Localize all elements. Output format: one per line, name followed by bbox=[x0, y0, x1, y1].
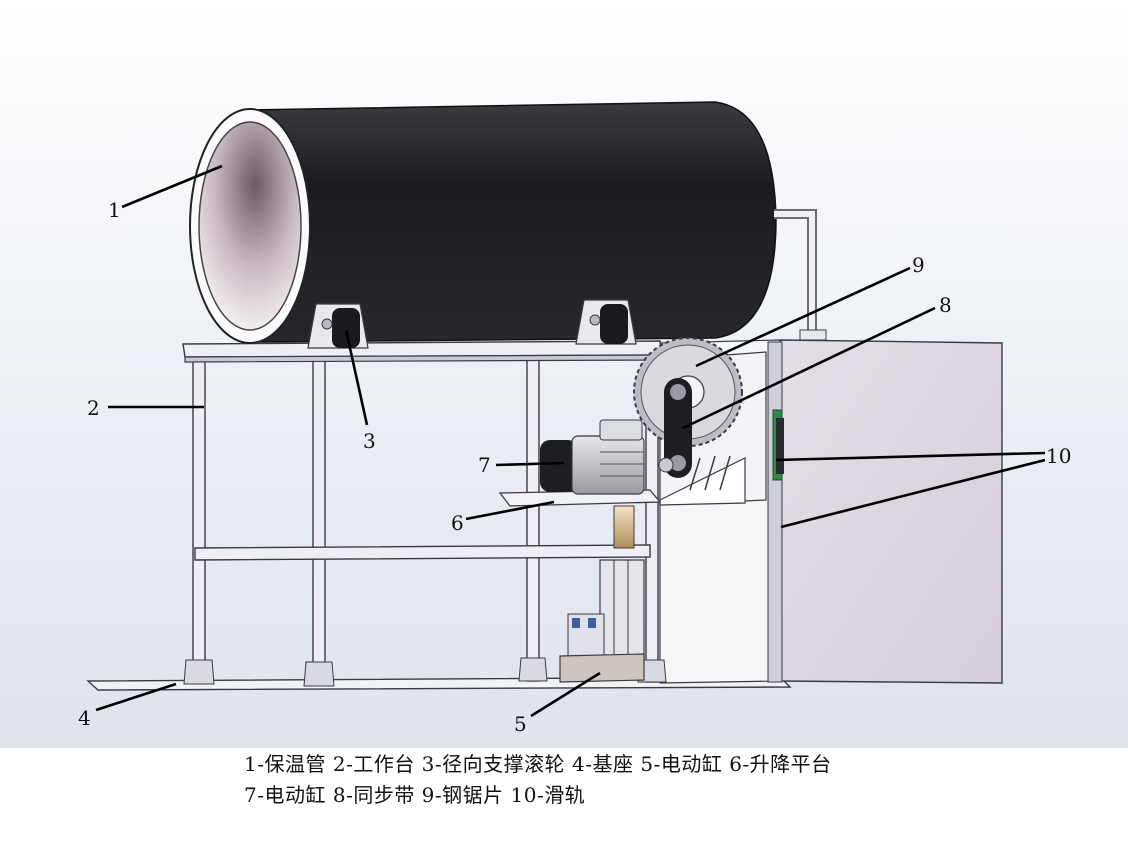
caption-line-2: 7-电动缸 8-同步带 9-钢锯片 10-滑轨 bbox=[244, 783, 586, 807]
callout-numbers: 1 2 3 4 5 6 7 8 9 10 bbox=[78, 198, 1071, 736]
callout-4: 4 bbox=[78, 706, 91, 730]
leader-10b bbox=[780, 458, 1046, 529]
callout-6: 6 bbox=[451, 511, 464, 535]
support-rollers bbox=[307, 299, 637, 349]
leader-1 bbox=[121, 164, 223, 209]
electric-cylinder bbox=[559, 559, 645, 683]
callout-8: 8 bbox=[939, 293, 952, 317]
leader-7 bbox=[495, 461, 565, 467]
leader-3 bbox=[344, 329, 369, 426]
leader-8 bbox=[682, 306, 936, 430]
callout-1: 1 bbox=[108, 198, 121, 222]
motor bbox=[540, 419, 674, 495]
leader-5 bbox=[530, 671, 601, 718]
machine-drawing: 1 2 3 4 5 6 7 8 9 10 bbox=[78, 101, 1071, 736]
callout-9: 9 bbox=[912, 253, 925, 277]
leader-6 bbox=[465, 500, 555, 521]
leader-lines bbox=[95, 164, 1046, 718]
work-table bbox=[182, 340, 667, 687]
leader-10a bbox=[775, 451, 1046, 462]
callout-7: 7 bbox=[478, 453, 491, 477]
callout-10: 10 bbox=[1046, 444, 1071, 468]
lifting-platform bbox=[498, 489, 662, 549]
callout-3: 3 bbox=[363, 429, 376, 453]
leader-9 bbox=[695, 266, 911, 368]
leader-4 bbox=[95, 682, 177, 712]
insulated-pipe bbox=[189, 101, 827, 344]
timing-belt bbox=[664, 378, 692, 478]
caption-line-1: 1-保温管 2-工作台 3-径向支撑滚轮 4-基座 5-电动缸 6-升降平台 bbox=[244, 752, 832, 776]
callout-2: 2 bbox=[87, 396, 100, 420]
callout-5: 5 bbox=[514, 712, 527, 736]
slide-rail bbox=[767, 341, 784, 683]
